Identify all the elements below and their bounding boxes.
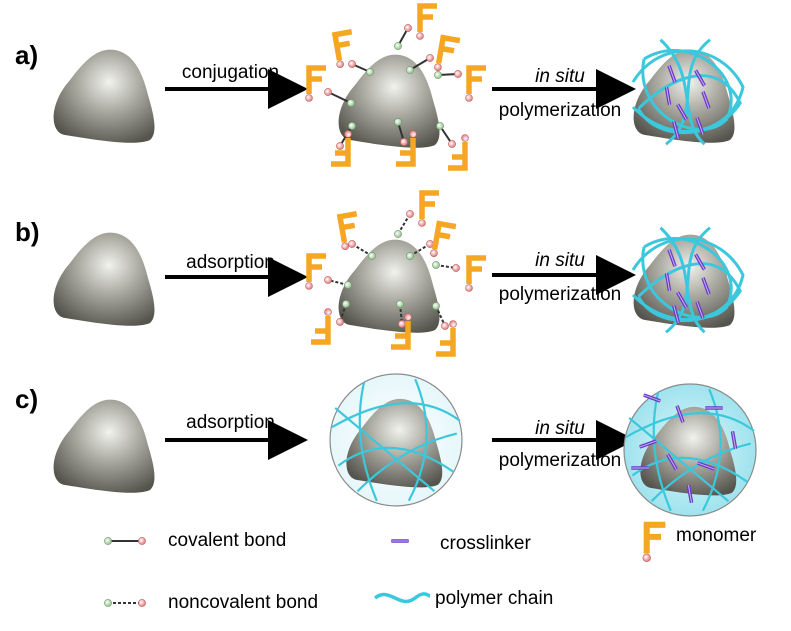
pink-bead (138, 537, 145, 544)
green-bead (434, 71, 441, 78)
row-b-label: b) (15, 217, 40, 248)
row-b-step2-bottom-label: polymerization (485, 284, 635, 306)
bond-a4 (434, 70, 461, 78)
crosslinker-c-2 (705, 406, 723, 410)
row-a-step1-label: conjugation (168, 62, 293, 84)
green-bead (406, 252, 413, 259)
particle-c-start (54, 400, 155, 493)
green-bead (348, 122, 355, 129)
green-bead (368, 252, 375, 259)
bond-b4 (432, 261, 459, 271)
particle-c-adsorbed (330, 374, 462, 506)
pink-bead (454, 70, 461, 77)
bond-b2 (348, 240, 375, 259)
legend-polymer-label: polymer chain (435, 588, 553, 610)
monomer-icon (430, 223, 456, 260)
pink-bead (441, 322, 448, 329)
green-bead (344, 281, 351, 288)
particle-b-mid (339, 240, 440, 333)
green-bead (104, 537, 111, 544)
pink-bead (324, 88, 331, 95)
row-c-step1-label: adsorption (168, 412, 293, 434)
row-c-step2-bottom-label: polymerization (485, 450, 635, 472)
pink-bead (398, 320, 405, 327)
monomer-icon (448, 135, 469, 169)
pink-bead (406, 210, 413, 217)
legend-noncovalent-label: noncovalent bond (168, 592, 318, 614)
green-bead (394, 230, 401, 237)
legend-covalent-icon (104, 537, 145, 544)
green-bead (396, 300, 403, 307)
pink-bead (404, 24, 411, 31)
pink-bead (348, 60, 355, 67)
monomer-icon (466, 258, 487, 292)
green-bead (347, 99, 354, 106)
legend-polymer-chain-icon (375, 594, 430, 602)
row-a-step2-bottom-label: polymerization (485, 100, 635, 122)
green-bead (436, 122, 443, 129)
row-c-step2-top-label: in situ (490, 418, 630, 440)
bond-b1 (394, 210, 413, 237)
particle-c-final (624, 384, 756, 516)
monomer-icon (417, 6, 438, 40)
row-a-label: a) (15, 40, 38, 71)
green-bead (432, 302, 439, 309)
pink-bead (426, 54, 433, 61)
green-bead (394, 118, 401, 125)
pink-bead (336, 142, 343, 149)
bond-b5 (324, 276, 351, 288)
legend-crosslinker-icon (391, 539, 409, 543)
monomer-icon (434, 37, 460, 74)
green-bead (406, 66, 413, 73)
legend-monomer-icon (643, 525, 666, 562)
particle-a-start (54, 50, 155, 143)
pink-bead (348, 240, 355, 247)
pink-bead (336, 318, 343, 325)
pink-bead (324, 276, 331, 283)
pink-bead (400, 138, 407, 145)
monomer-icon (306, 68, 327, 102)
legend-noncovalent-icon (104, 599, 145, 606)
green-bead (366, 68, 373, 75)
green-bead (432, 261, 439, 268)
pink-bead (452, 264, 459, 271)
row-b-step1-label: adsorption (168, 252, 293, 274)
pink-bead (138, 599, 145, 606)
green-bead (342, 300, 349, 307)
row-c-label: c) (15, 384, 38, 415)
green-bead (394, 42, 401, 49)
row-a-step2-top-label: in situ (490, 66, 630, 88)
particle-b-start (54, 233, 155, 326)
monomer-icon (466, 68, 487, 102)
bond-a1 (394, 24, 411, 49)
legend-monomer-label: monomer (676, 525, 756, 547)
monomer-icon (311, 309, 332, 343)
monomer-icon (419, 193, 440, 227)
pink-bead (448, 140, 455, 147)
green-bead (104, 599, 111, 606)
row-b-step2-top-label: in situ (490, 250, 630, 272)
monomer-icon (306, 256, 327, 290)
legend-crosslinker-label: crosslinker (440, 533, 531, 555)
legend-covalent-label: covalent bond (168, 530, 286, 552)
